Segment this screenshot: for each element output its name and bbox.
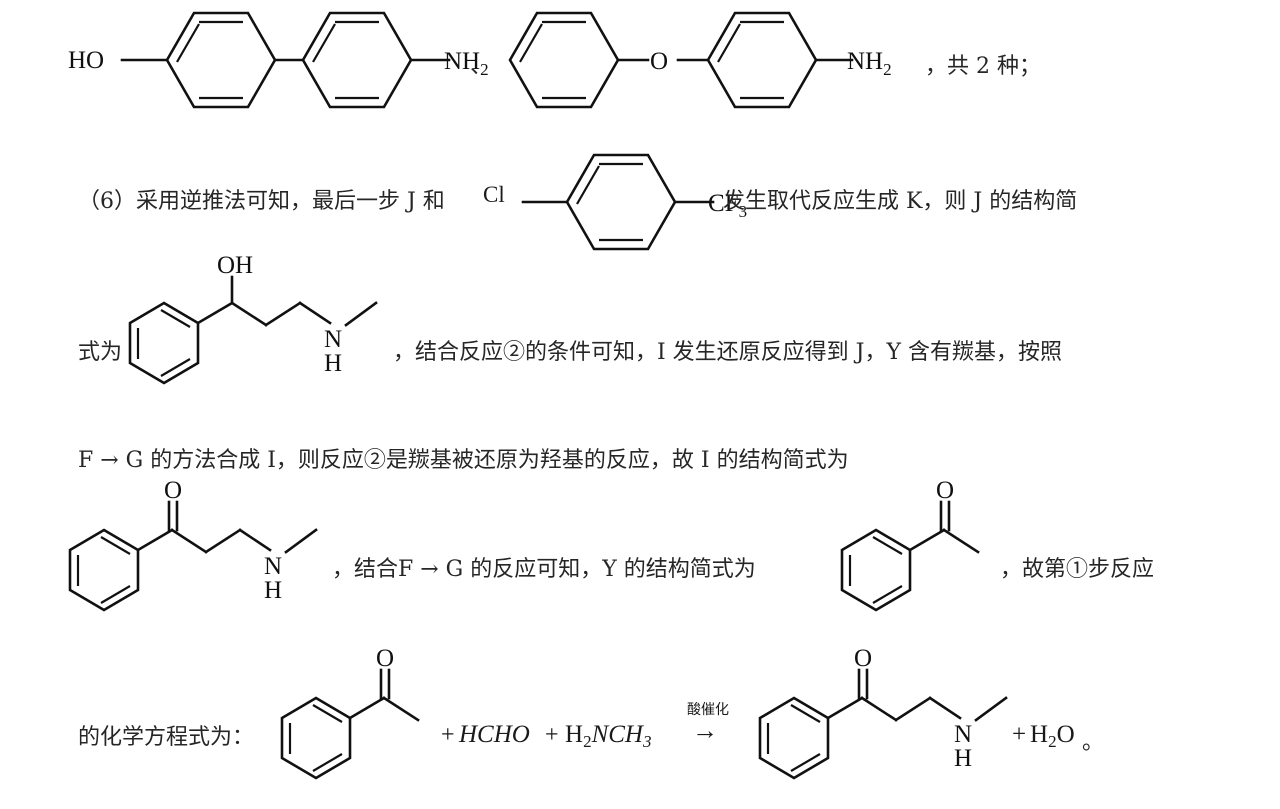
line5-middle-text: ，结合F → G 的反应可知，Y 的结构简式为 xyxy=(332,557,756,582)
atom-label-NH-hydrogen: H xyxy=(324,350,342,377)
atom-label-OH: OH xyxy=(217,252,253,279)
atom-label-HO: HO xyxy=(68,47,104,74)
structure-acetophenone-1: O xyxy=(832,477,1032,622)
product-water: H2O xyxy=(1030,721,1075,751)
reaction-arrow: → xyxy=(692,716,718,745)
structure-acetophenone-reactant: O xyxy=(272,645,472,790)
atom-label-O-reactant: O xyxy=(376,645,394,672)
structure-hydroxy-aminobiphenyl: HO NH2 xyxy=(60,0,490,118)
reactant-methylamine: H2NCH3 xyxy=(565,721,652,751)
separator-dun: 、 xyxy=(470,54,493,79)
atom-label-NH2-ether: NH2 xyxy=(847,48,892,79)
atom-label-NH-hydrogen-2: H xyxy=(264,577,282,604)
structure-3-methylamino-1-phenylpropan-1-one: O N H xyxy=(60,477,360,622)
atom-label-Cl: Cl xyxy=(483,182,505,207)
atom-label-O-ether: O xyxy=(650,48,668,75)
structure-4-chlorobenzotrifluoride: CF3 xyxy=(515,145,785,260)
structure-3-methylamino-1-phenylpropan-1-ol: OH N H xyxy=(118,252,408,400)
atom-label-NH2: NH2 xyxy=(444,48,489,79)
line3-prefix: 式为 xyxy=(78,340,123,365)
line2-prefix: （6）采用逆推法可知，最后一步 J 和 xyxy=(78,189,445,214)
plus-sign-1: + xyxy=(441,722,455,748)
atom-label-O-product: O xyxy=(854,645,872,672)
period-mark: 。 xyxy=(1082,730,1105,755)
plus-sign-2: + xyxy=(545,722,559,748)
line6-prefix: 的化学方程式为： xyxy=(78,725,255,750)
structure-product-mannich-base: O N H xyxy=(750,645,1050,790)
line2-suffix: 发生取代反应生成 K，则 J 的结构简 xyxy=(723,189,1078,214)
structure-amino-diphenyl-ether: O NH2 xyxy=(500,0,920,118)
plus-sign-3: + xyxy=(1012,721,1027,748)
line5-tail-text: ，故第①步反应 xyxy=(1000,557,1155,582)
atom-label-N-amine: N xyxy=(264,553,282,580)
atom-label-O-acetophenone: O xyxy=(936,477,954,504)
atom-label-O-ketone: O xyxy=(164,477,182,504)
line4-text: F → G 的方法合成 I，则反应②是羰基被还原为羟基的反应，故 I 的结构简式… xyxy=(78,448,849,473)
atom-label-N: N xyxy=(324,326,342,353)
line1-tail-text: ，共 2 种； xyxy=(925,54,1041,79)
reactant-hcho: HCHO xyxy=(459,721,530,748)
atom-label-N-product: N xyxy=(954,721,972,748)
atom-label-CF3: CF3 xyxy=(708,190,747,221)
reaction-condition-label: 酸催化 xyxy=(687,702,729,718)
line3-suffix: ，结合反应②的条件可知，I 发生还原反应得到 J，Y 含有羰基，按照 xyxy=(393,340,1063,365)
atom-label-NH-hydrogen-product: H xyxy=(954,745,972,772)
